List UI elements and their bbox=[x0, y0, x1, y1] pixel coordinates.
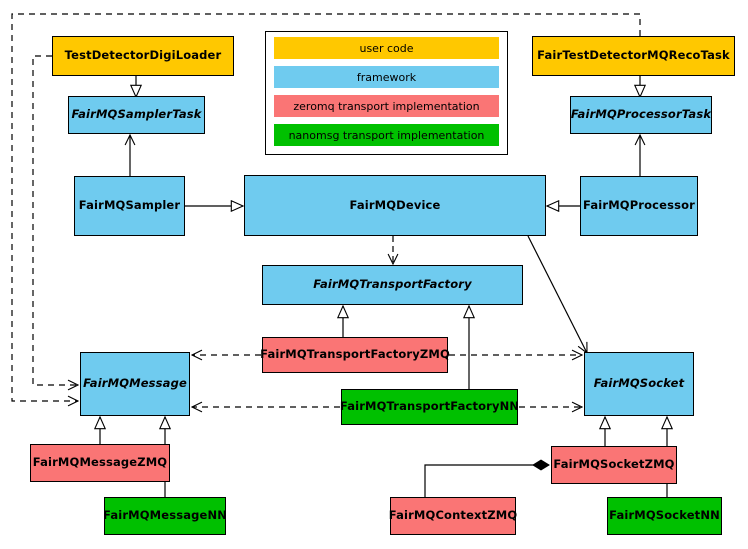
class-node-fairmqmessage[interactable]: FairMQMessage bbox=[80, 352, 190, 416]
class-node-fairmqmessagenn[interactable]: FairMQMessageNN bbox=[103, 497, 227, 535]
edge-socketzmq-contextzmq bbox=[424, 459, 550, 497]
class-node-fairmqsamplertask[interactable]: FairMQSamplerTask bbox=[68, 96, 205, 134]
class-label: FairMQSocketNN bbox=[609, 508, 720, 523]
class-label: FairMQSamplerTask bbox=[71, 107, 202, 122]
class-node-fairmqcontextzmq[interactable]: FairMQContextZMQ bbox=[388, 497, 518, 535]
class-label: FairMQMessageZMQ bbox=[32, 455, 168, 470]
legend-label-nanomsg: nanomsg transport implementation bbox=[288, 128, 485, 142]
class-label: FairMQSocketZMQ bbox=[553, 457, 675, 472]
class-node-fairmqtransportfactoryzmq[interactable]: FairMQTransportFactoryZMQ bbox=[260, 337, 450, 373]
class-node-fairmqmessagezmq[interactable]: FairMQMessageZMQ bbox=[30, 444, 170, 482]
edge-device-socket bbox=[527, 235, 587, 353]
class-label: FairMQTransportFactory bbox=[313, 277, 472, 292]
class-node-fairmqsampler[interactable]: FairMQSampler bbox=[74, 176, 185, 236]
edge-recotask-message bbox=[11, 13, 641, 401]
class-label: FairMQSocket bbox=[593, 376, 685, 391]
legend-item-nanomsg: nanomsg transport implementation bbox=[274, 124, 499, 146]
class-node-testdetectordigiloader[interactable]: TestDetectorDigiLoader bbox=[52, 36, 234, 76]
class-node-fairmqsocket[interactable]: FairMQSocket bbox=[584, 352, 694, 416]
class-label: TestDetectorDigiLoader bbox=[64, 48, 222, 63]
class-label: FairMQTransportFactoryZMQ bbox=[260, 347, 450, 362]
class-label: FairMQMessageNN bbox=[103, 508, 227, 523]
class-node-fairmqtransportfactory[interactable]: FairMQTransportFactory bbox=[262, 265, 523, 305]
class-label: FairMQProcessorTask bbox=[570, 107, 712, 122]
class-node-fairmqsocketzmq[interactable]: FairMQSocketZMQ bbox=[551, 446, 677, 484]
class-node-fairtestdetectormqrecotask[interactable]: FairTestDetectorMQRecoTask bbox=[532, 36, 735, 76]
legend-label-framework: framework bbox=[356, 70, 417, 84]
class-node-fairmqdevice[interactable]: FairMQDevice bbox=[244, 175, 546, 236]
class-node-fairmqsocketnn[interactable]: FairMQSocketNN bbox=[607, 497, 722, 535]
class-label: FairMQContextZMQ bbox=[388, 508, 518, 523]
class-node-fairmqprocessortask[interactable]: FairMQProcessorTask bbox=[570, 96, 712, 134]
class-label: FairMQSampler bbox=[78, 198, 181, 213]
legend-item-zeromq: zeromq transport implementation bbox=[274, 95, 499, 117]
legend-label-zeromq: zeromq transport implementation bbox=[293, 99, 480, 113]
legend-item-framework: framework bbox=[274, 66, 499, 88]
class-label: FairTestDetectorMQRecoTask bbox=[537, 48, 730, 63]
class-label: FairMQProcessor bbox=[583, 198, 695, 213]
class-node-fairmqtransportfactorynn[interactable]: FairMQTransportFactoryNN bbox=[339, 389, 520, 425]
class-label: FairMQTransportFactoryNN bbox=[339, 399, 520, 414]
class-node-fairmqprocessor[interactable]: FairMQProcessor bbox=[580, 176, 698, 236]
legend-label-user-code: user code bbox=[359, 41, 414, 55]
class-label: FairMQMessage bbox=[83, 376, 187, 391]
legend-item-user-code: user code bbox=[274, 37, 499, 59]
class-label: FairMQDevice bbox=[349, 197, 441, 212]
